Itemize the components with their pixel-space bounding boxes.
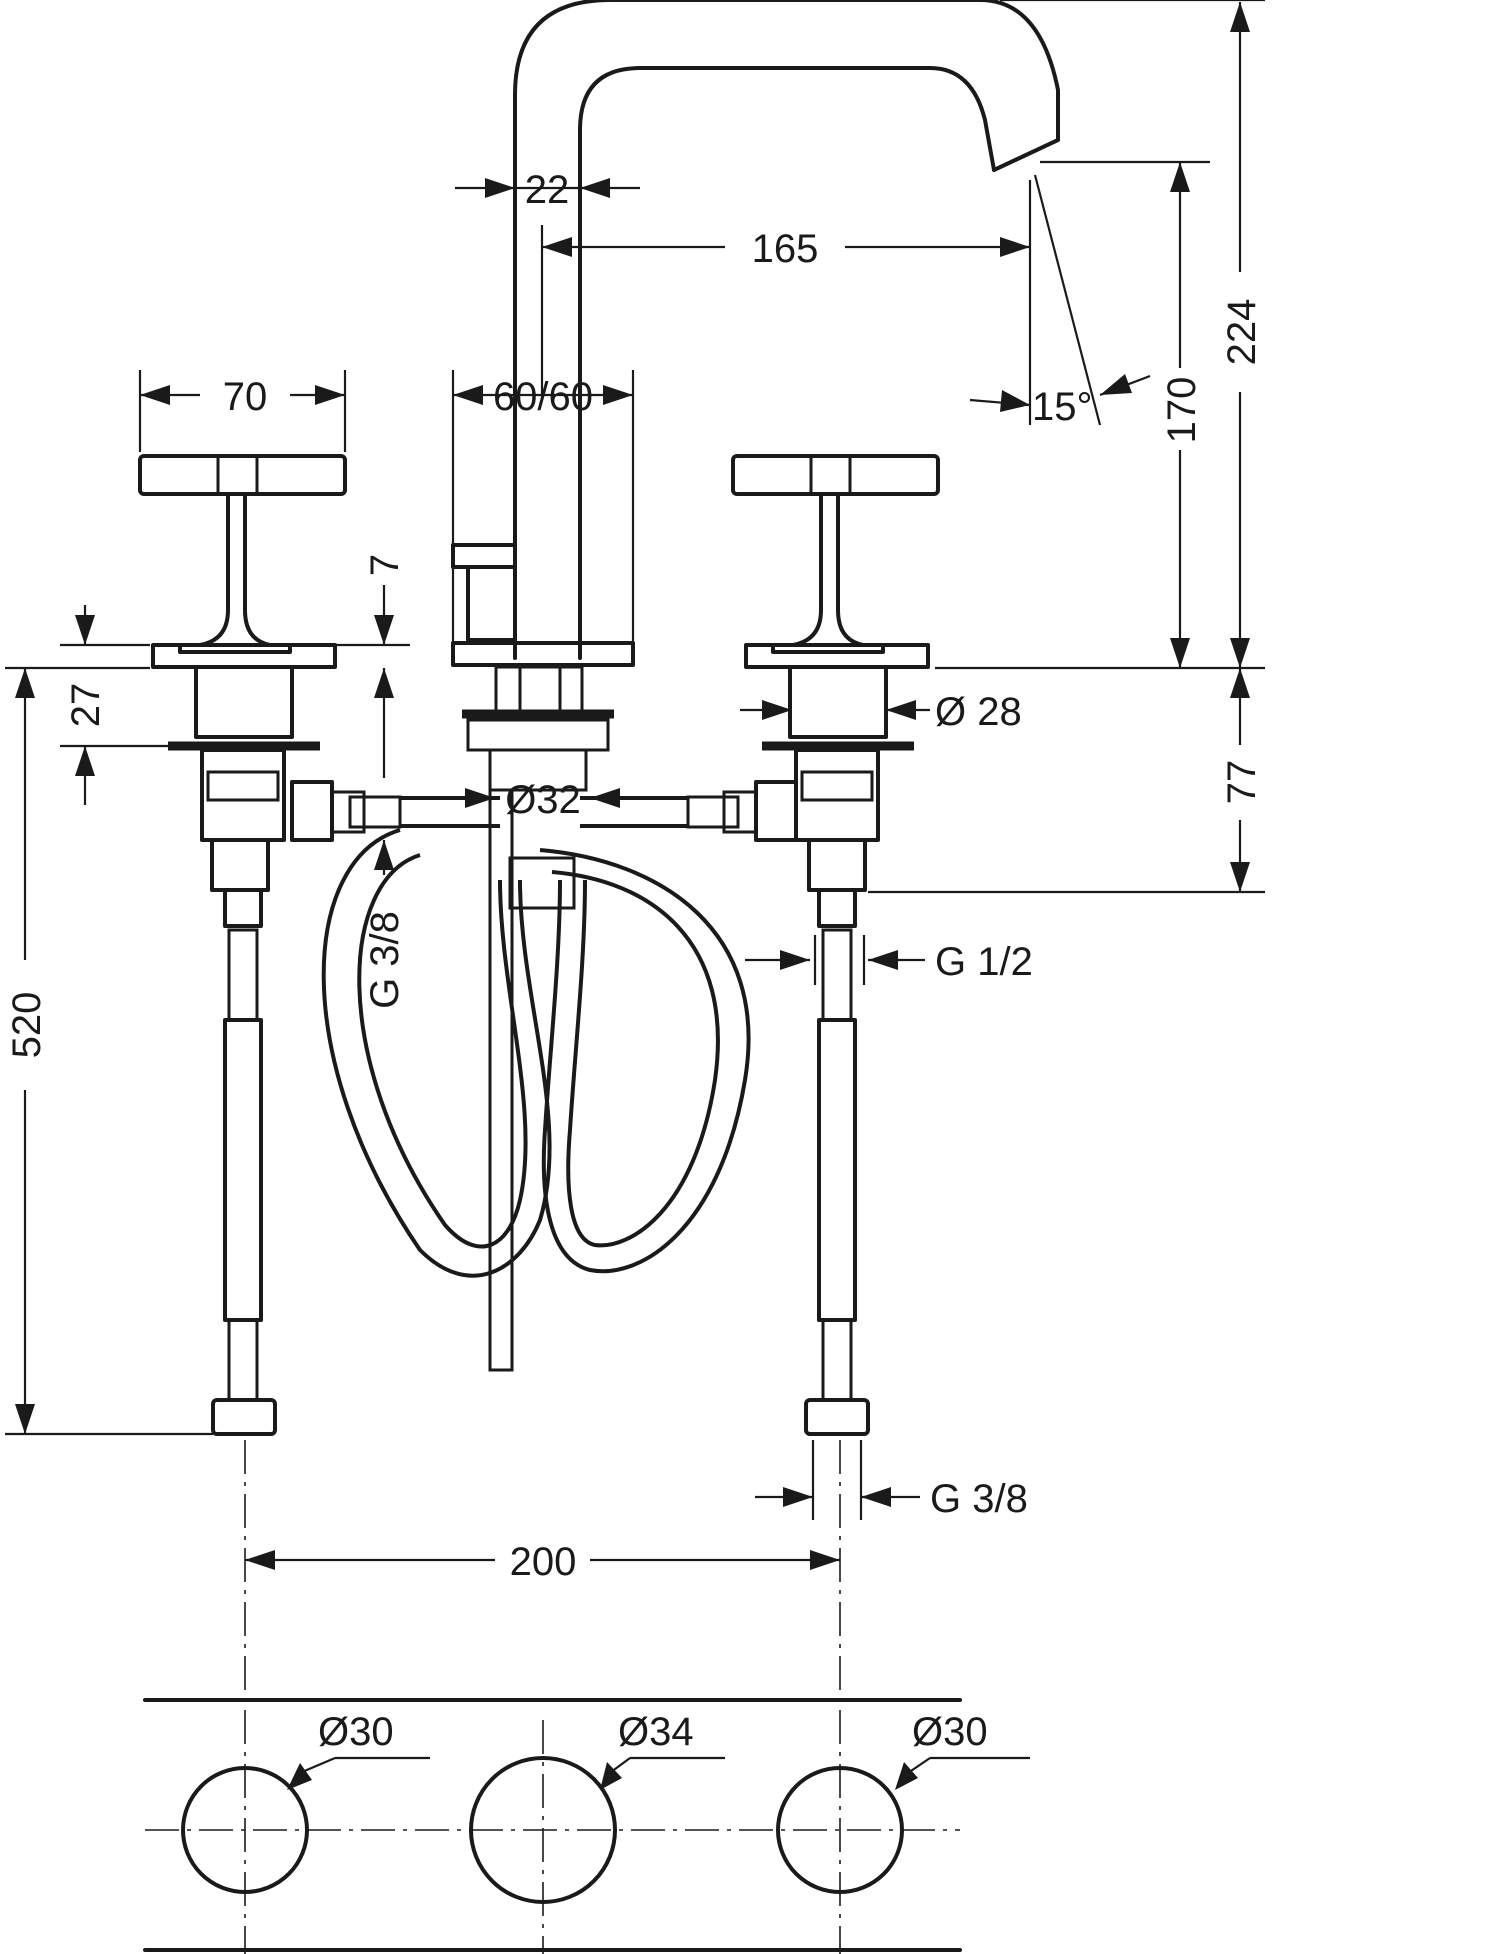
label-hole-right: Ø30 <box>912 1710 988 1754</box>
label-base-size: 60/60 <box>493 375 593 419</box>
label-hole-center: Ø34 <box>618 1710 694 1754</box>
right-valve <box>686 454 940 1436</box>
label-spout-reach: 165 <box>752 227 819 271</box>
hole-center <box>469 1756 617 1904</box>
label-connection-diameter: Ø32 <box>505 778 581 822</box>
label-hose-thread: G 3/8 <box>363 911 407 1009</box>
label-valve-thread: G 1/2 <box>935 940 1033 984</box>
hole-left <box>181 1766 309 1894</box>
label-outlet-thread: G 3/8 <box>930 1477 1028 1521</box>
label-handle-body-height: 27 <box>64 683 108 728</box>
spout <box>451 0 1060 1372</box>
label-outlet-height: 170 <box>1160 377 1204 444</box>
label-spout-tube: 22 <box>525 168 570 212</box>
label-hole-left: Ø30 <box>318 1710 394 1754</box>
label-hole-spacing: 200 <box>510 1540 577 1584</box>
dimension-lines <box>5 0 1265 1570</box>
deck-hole-plan <box>143 1698 1030 1952</box>
label-handle-width: 70 <box>223 375 268 419</box>
label-spout-angle: 15° <box>1032 385 1093 429</box>
left-valve <box>138 454 402 1436</box>
hole-right <box>776 1766 904 1894</box>
label-hose-length: 520 <box>5 992 49 1059</box>
label-total-height: 224 <box>1220 299 1264 366</box>
center-lines <box>145 1440 960 1954</box>
dimension-labels: 22 165 60/60 15° 170 224 70 7 27 Ø 28 77… <box>5 168 1264 1754</box>
label-shank-length: 77 <box>1220 760 1264 805</box>
label-rosette-thickness: 7 <box>363 554 407 576</box>
label-stem-diameter: Ø 28 <box>935 690 1022 734</box>
